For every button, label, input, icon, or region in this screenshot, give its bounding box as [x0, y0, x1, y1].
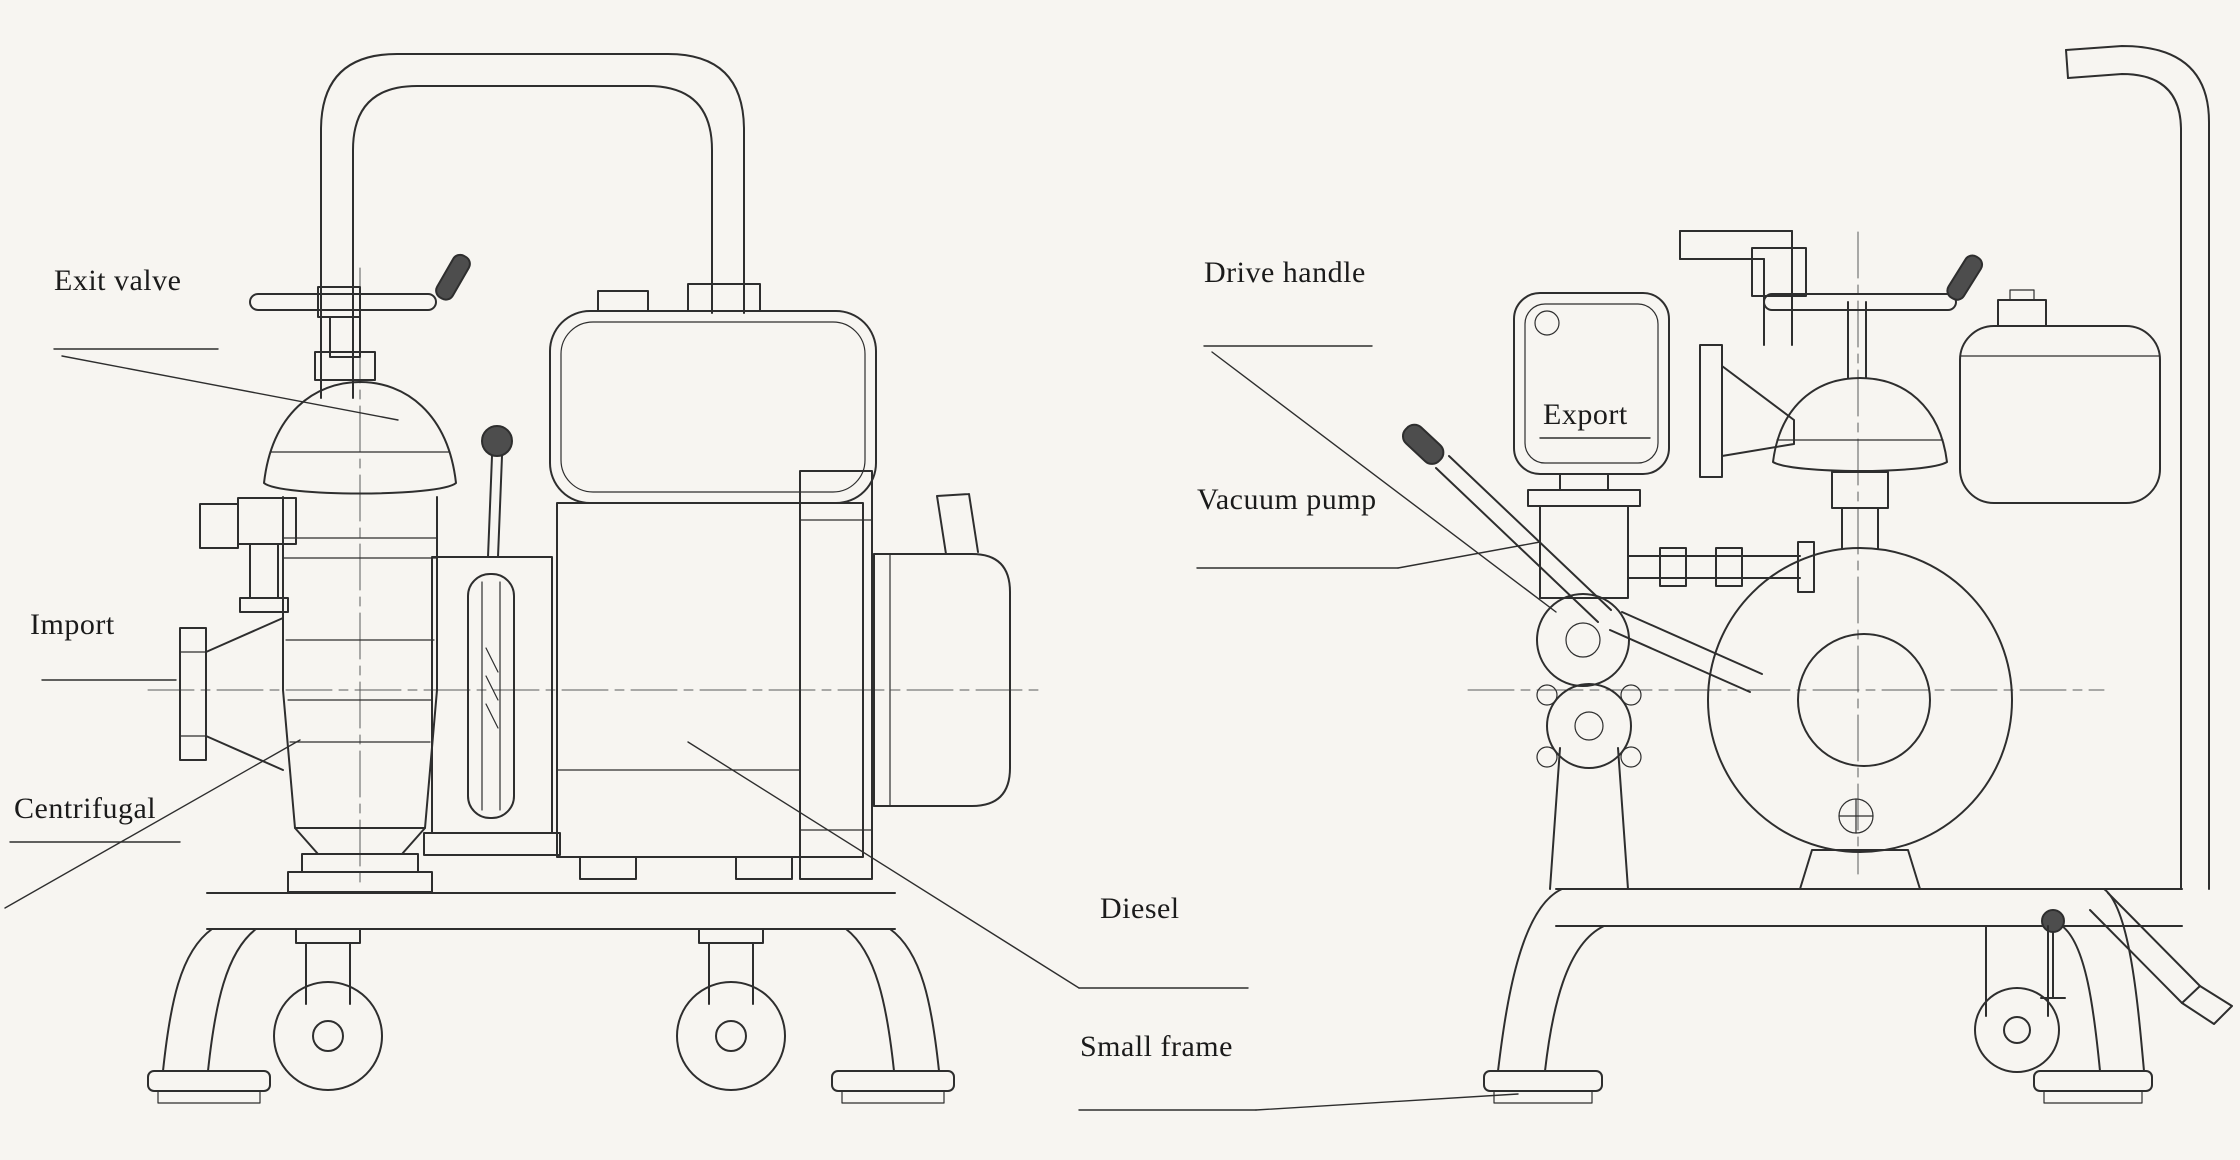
- exit-valve-label: Exit valve: [54, 264, 182, 297]
- export-label: Export: [1543, 398, 1628, 431]
- handwheel-side: [1763, 254, 1984, 379]
- pump-volute: [1707, 547, 2013, 890]
- handwheel-grip-side: [1946, 254, 1984, 301]
- right-view-leaders: [1196, 345, 1651, 613]
- left-view-leaders: [4, 348, 1519, 1111]
- export-tank: [1513, 292, 1670, 475]
- push-handle-bar: [2065, 45, 2210, 890]
- drive-handle-label: Drive handle: [1204, 256, 1366, 289]
- centrifugal-label: Centrifugal: [14, 792, 157, 825]
- import-label: Import: [30, 608, 115, 641]
- handwheel-grip: [435, 253, 471, 301]
- gear-lever: [481, 425, 513, 558]
- small-frame-label: Small frame: [1080, 1030, 1233, 1063]
- left-view: [4, 53, 1519, 1111]
- vacuum-pump-label: Vacuum pump: [1197, 483, 1377, 516]
- drain-fitting: [199, 497, 297, 613]
- front-wheel: [273, 928, 383, 1091]
- vacuum-pump-leader: [1397, 541, 1541, 569]
- diesel-label: Diesel: [1100, 892, 1180, 925]
- diesel-engine-block: [556, 470, 873, 880]
- exit-valve-leader: [61, 355, 399, 421]
- gear-cluster: [1536, 593, 1763, 890]
- coupling-housing: [423, 556, 561, 856]
- discharge-pipe: [320, 53, 745, 399]
- right-view: [1196, 45, 2233, 1104]
- frame-side: [1483, 888, 2183, 1104]
- frame-front: [147, 892, 955, 1104]
- rear-wheel: [676, 928, 786, 1091]
- exit-valve-body: [263, 316, 457, 495]
- pump-handle-grip: [1401, 423, 1445, 465]
- muffler: [873, 493, 1011, 807]
- import-flange: [179, 617, 284, 771]
- centrifugal-leader: [4, 739, 301, 909]
- top-pipe: [1679, 230, 1807, 346]
- connecting-pipe: [1627, 541, 1815, 593]
- fuel-tank-side: [1959, 289, 2161, 504]
- exit-valve-side: [1772, 377, 1948, 550]
- diesel-leader: [687, 741, 1080, 989]
- caster-wheel: [1974, 925, 2060, 1073]
- lever-ball-knob: [481, 425, 513, 457]
- small-frame-leader: [1255, 1093, 1519, 1111]
- drive-handle-leader: [1211, 351, 1557, 613]
- exit-valve-handwheel: [249, 253, 471, 318]
- suction-bell: [1699, 344, 1795, 478]
